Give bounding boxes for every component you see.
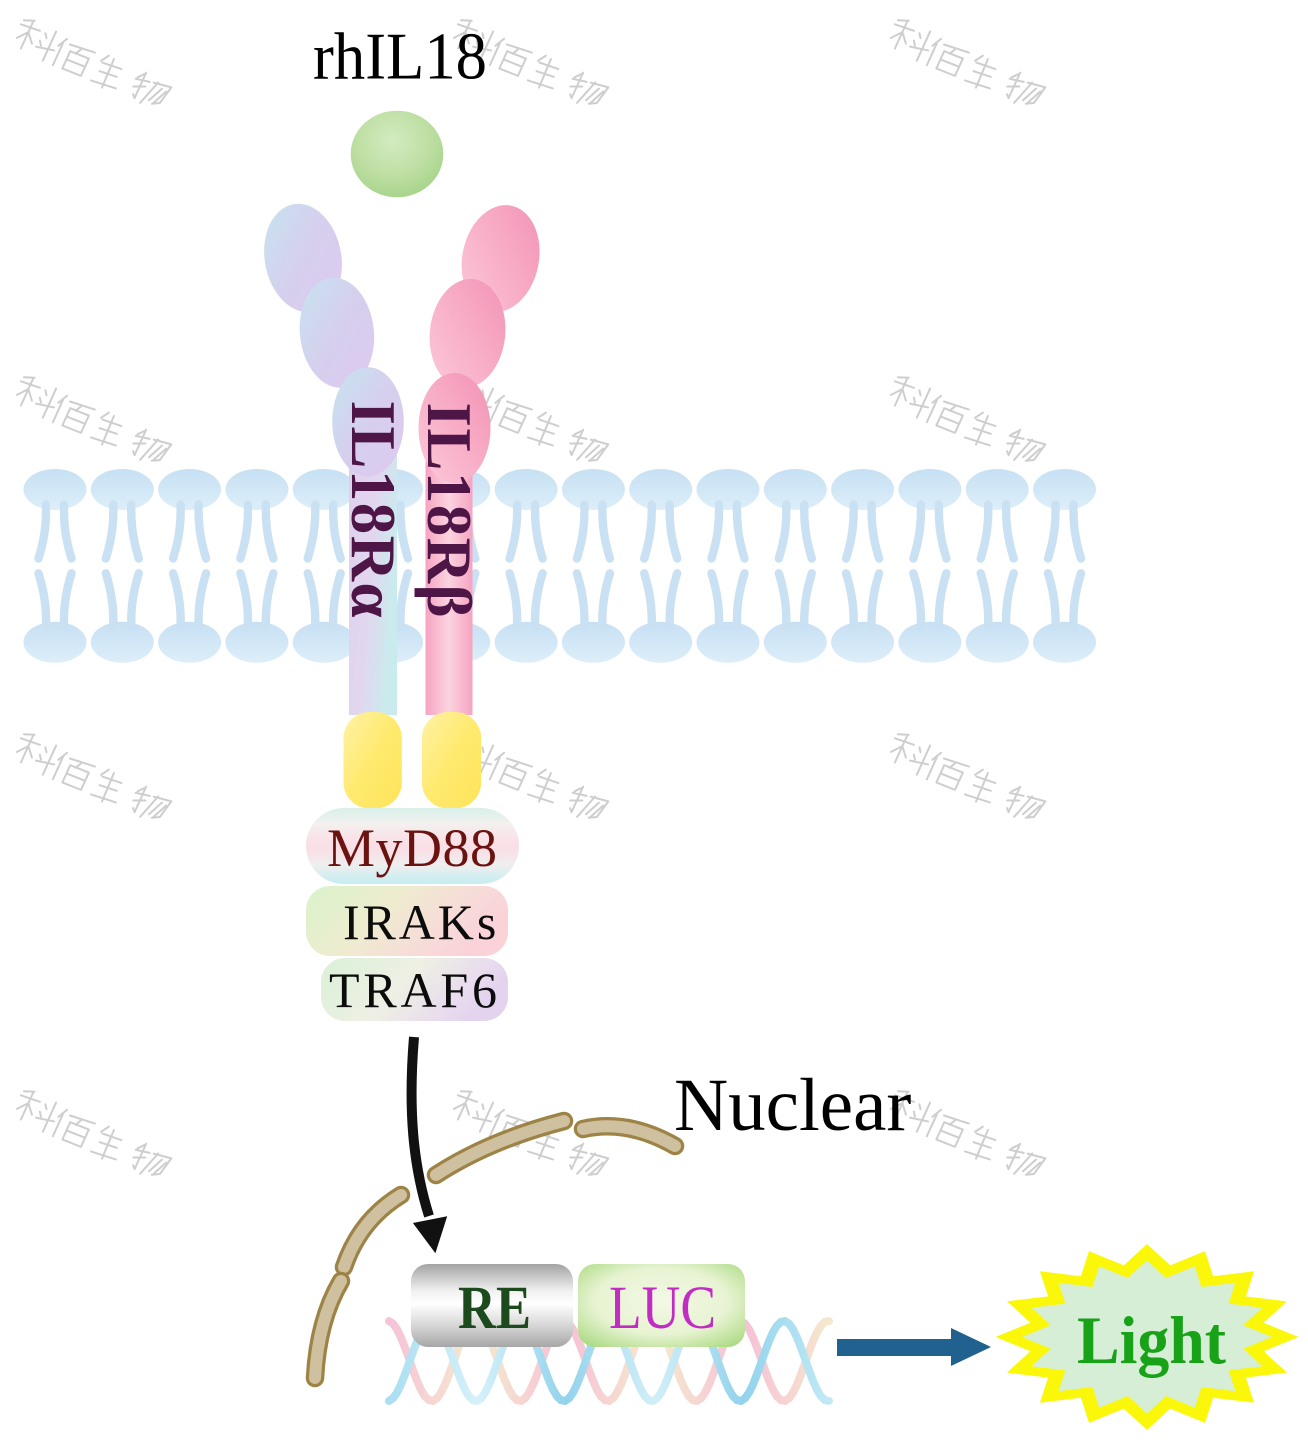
- svg-text:RE: RE: [458, 1275, 531, 1342]
- svg-text:rhIL18: rhIL18: [313, 20, 487, 94]
- svg-text:Nuclear: Nuclear: [674, 1064, 911, 1147]
- svg-text:MyD88: MyD88: [327, 818, 498, 878]
- svg-text:Light: Light: [1077, 1302, 1226, 1378]
- svg-text:TRAF6: TRAF6: [329, 962, 501, 1018]
- svg-text:IL18Rβ: IL18Rβ: [414, 403, 484, 620]
- svg-text:IL18Rα: IL18Rα: [338, 401, 408, 620]
- svg-text:IRAKs: IRAKs: [343, 894, 499, 950]
- svg-text:LUC: LUC: [609, 1275, 716, 1342]
